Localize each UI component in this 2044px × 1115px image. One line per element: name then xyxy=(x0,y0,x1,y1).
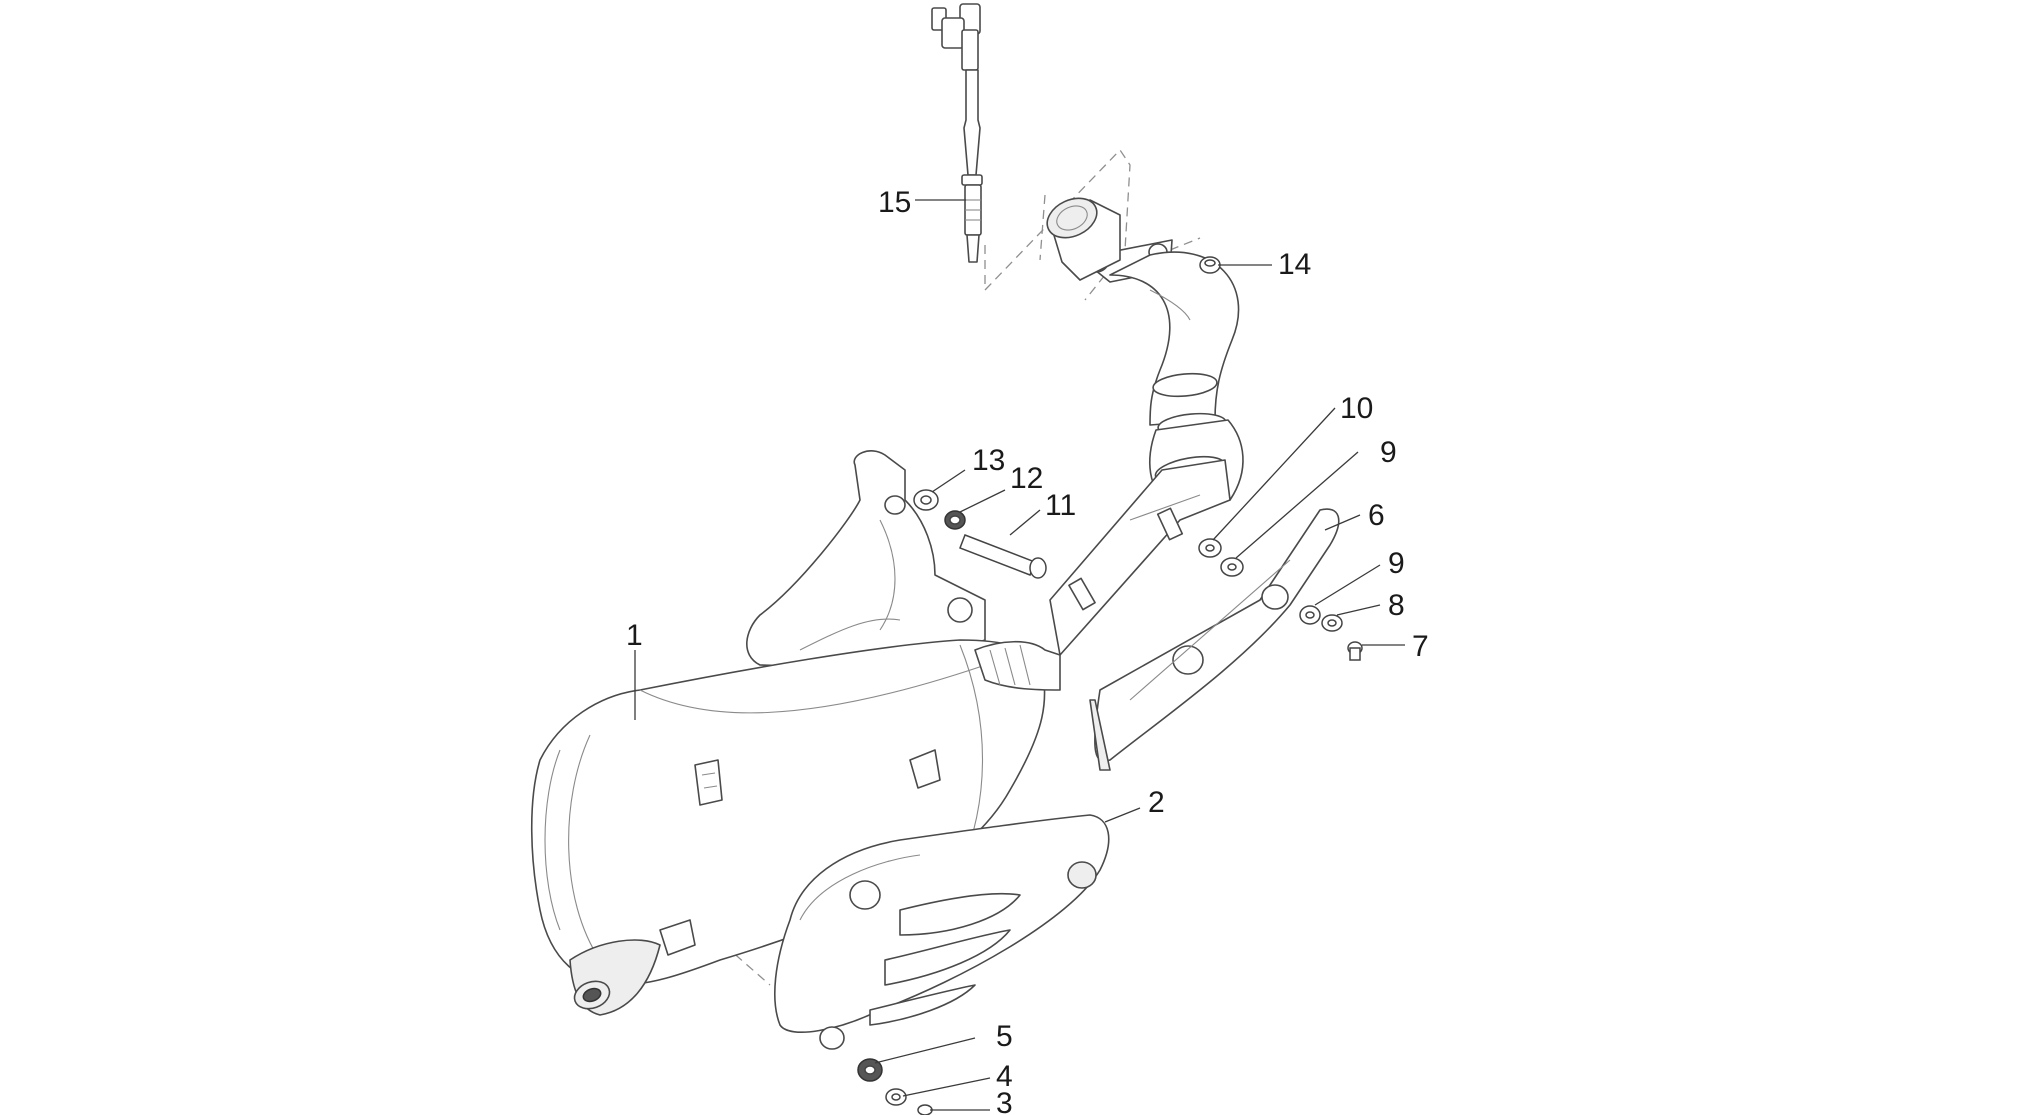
callout-1: 1 xyxy=(626,619,643,652)
callout-leader-lines xyxy=(634,199,1405,1111)
exhaust-header-pipe xyxy=(1046,197,1244,656)
callout-4: 4 xyxy=(996,1060,1013,1093)
callout-10: 10 xyxy=(1340,392,1373,425)
muffler-heat-shield xyxy=(774,814,1110,1050)
callout-2: 2 xyxy=(1148,786,1165,819)
callout-9-lower: 9 xyxy=(1388,547,1405,580)
callout-14: 14 xyxy=(1278,248,1311,281)
callout-6: 6 xyxy=(1368,499,1385,532)
muffler-body xyxy=(530,639,1061,1016)
callout-7: 7 xyxy=(1412,630,1429,663)
callout-12: 12 xyxy=(1010,462,1043,495)
callout-11: 11 xyxy=(1045,489,1076,522)
muffler-mounting-bracket xyxy=(746,450,986,669)
callout-8: 8 xyxy=(1388,589,1405,622)
header-heat-shield xyxy=(1089,508,1340,771)
callout-13: 13 xyxy=(972,444,1005,477)
callout-15: 15 xyxy=(878,186,911,219)
callout-9-upper: 9 xyxy=(1380,436,1397,469)
oxygen-sensor xyxy=(931,3,983,263)
callout-5: 5 xyxy=(996,1020,1013,1053)
callout-labels: 15 14 13 12 11 10 9 6 9 8 7 1 2 5 4 3 xyxy=(626,186,1429,1115)
callout-3: 3 xyxy=(996,1087,1013,1115)
